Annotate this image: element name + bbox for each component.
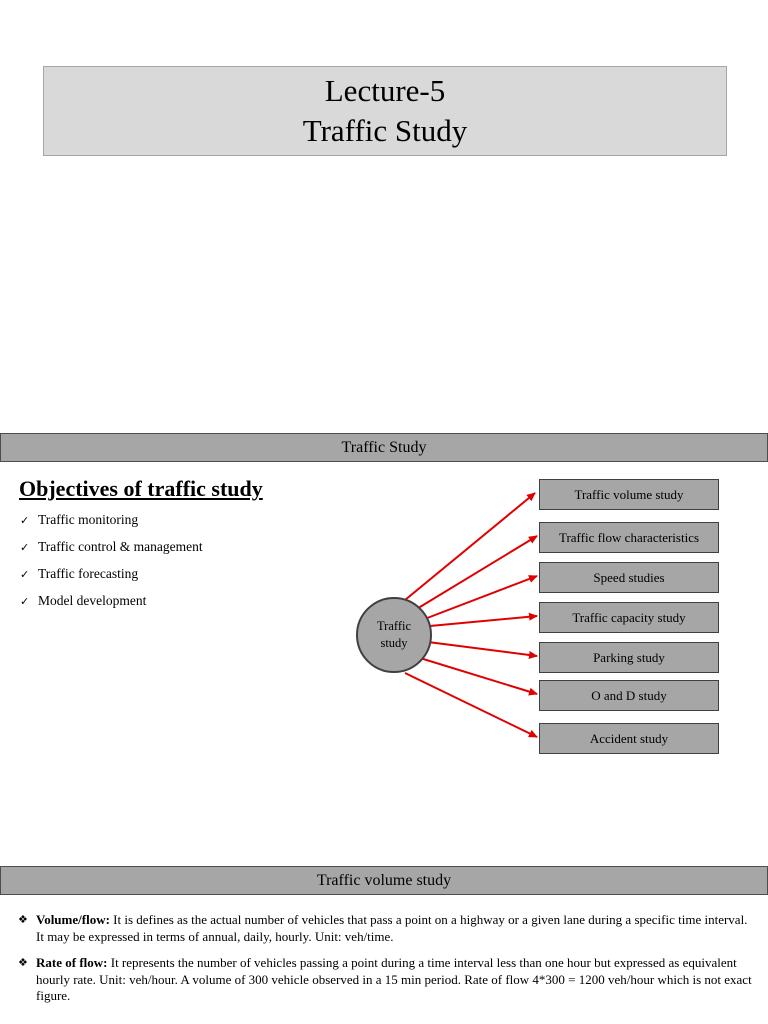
lecture-number: Lecture-5 <box>324 73 446 108</box>
arrow-connector <box>427 641 538 659</box>
diamond-bullet-icon: ❖ <box>18 956 28 969</box>
slide-header: Traffic Study <box>0 433 768 462</box>
study-box-flow-characteristics: Traffic flow characteristics <box>539 522 719 553</box>
objective-item: ✓Traffic monitoring <box>20 506 203 533</box>
definition-item: ❖Rate of flow: It represents the number … <box>18 955 752 1003</box>
slide-header: Traffic volume study <box>0 866 768 895</box>
arrow-connector <box>414 535 538 611</box>
traffic-study-hub: Traffic study <box>356 597 432 673</box>
traffic-study-slide: Traffic Study Objectives of traffic stud… <box>0 430 768 860</box>
study-diagram-arrows <box>404 492 538 738</box>
objective-item: ✓Traffic control & management <box>20 533 203 560</box>
objectives-heading: Objectives of traffic study <box>19 476 263 501</box>
title-slide: Lecture-5 Traffic Study <box>0 0 768 430</box>
check-icon: ✓ <box>20 568 30 581</box>
objective-item: ✓Model development <box>20 587 203 614</box>
check-icon: ✓ <box>20 595 30 608</box>
arrow-connector <box>404 672 538 738</box>
check-icon: ✓ <box>20 541 30 554</box>
arrow-connector <box>421 575 538 621</box>
objectives-list: ✓Traffic monitoring ✓Traffic control & m… <box>20 506 203 614</box>
lecture-title: Traffic Study <box>302 113 468 148</box>
check-icon: ✓ <box>20 514 30 527</box>
title-box: Lecture-5 Traffic Study <box>43 66 727 156</box>
definitions-list: ❖Volume/flow: It is defines as the actua… <box>18 912 758 1015</box>
study-box-speed: Speed studies <box>539 562 719 593</box>
study-box-parking: Parking study <box>539 642 719 673</box>
arrow-connector <box>404 492 536 601</box>
definition-item: ❖Volume/flow: It is defines as the actua… <box>18 912 748 944</box>
diamond-bullet-icon: ❖ <box>18 913 28 926</box>
objective-item: ✓Traffic forecasting <box>20 560 203 587</box>
arrow-connector <box>429 612 538 627</box>
arrow-connector <box>419 657 538 696</box>
study-box-capacity: Traffic capacity study <box>539 602 719 633</box>
study-box-traffic-volume: Traffic volume study <box>539 479 719 510</box>
traffic-volume-slide: Traffic volume study ❖Volume/flow: It is… <box>0 862 768 1024</box>
study-box-o-and-d: O and D study <box>539 680 719 711</box>
study-box-accident: Accident study <box>539 723 719 754</box>
